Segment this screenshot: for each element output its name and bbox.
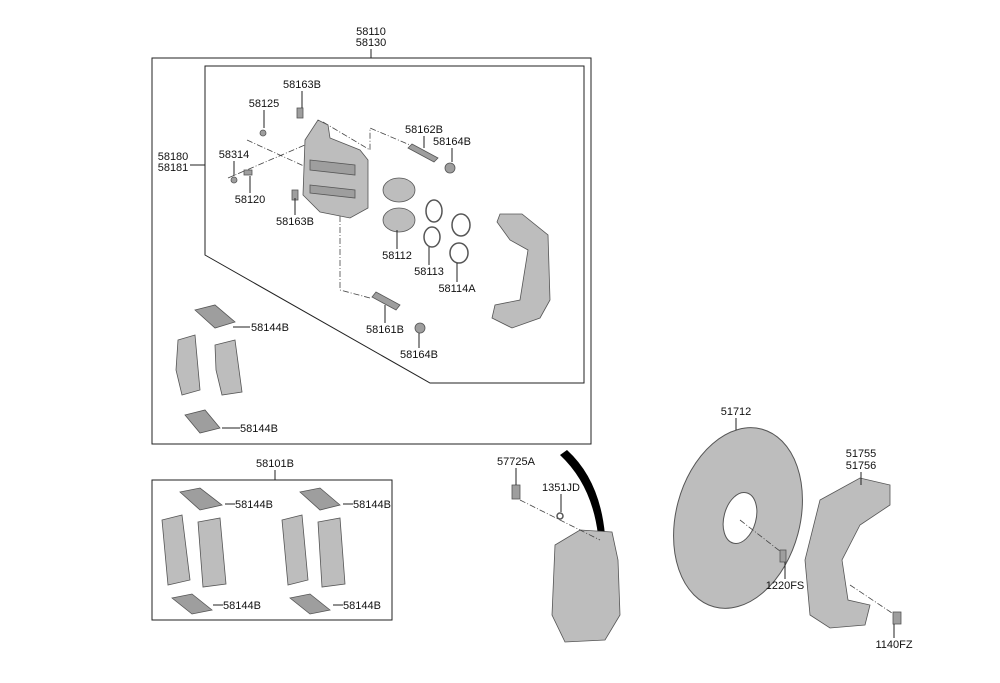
boot-part [414,322,426,334]
part-label: 58113 [414,266,444,278]
washer-part [556,512,564,520]
caliper-housing-part [302,119,369,219]
caliper-assembly-box [151,57,592,445]
part-label: 51712 [721,406,752,418]
part-label: 58144B [353,499,391,511]
part-label: 51755 [846,448,877,460]
part-label: 1140FZ [875,639,912,651]
part-label: 58181 [158,162,189,174]
brake-pads-part [175,304,243,434]
caliper-housing-box [204,65,585,384]
part-label: 58162B [405,124,443,136]
piston-part [382,207,416,233]
part-label: 57725A [497,456,536,468]
part-label: 58144B [240,423,278,435]
bolt-part [511,484,521,500]
seal-part [425,199,443,223]
guide-pin-part [407,143,439,163]
part-label: 58163B [283,79,321,91]
part-label: 58144B [235,499,273,511]
arrow-pointer [560,450,605,535]
boot-part [444,162,456,174]
caliper-assembled-part [551,529,621,643]
cap-part [259,129,267,137]
part-label: 58144B [251,322,289,334]
part-label: 1351JD [542,482,580,494]
assembly-lines [739,519,786,556]
part-label: 58130 [356,37,387,49]
leader-lines [213,91,895,638]
boot-ring-part [451,213,471,237]
part-label: 58180 [158,151,189,163]
brake-disc-part [673,427,803,609]
part-label: 58164B [433,136,471,148]
guide-pin-part [371,291,401,311]
pad-kit-parts [161,487,346,615]
part-label: 58120 [235,194,266,206]
part-label: 58161B [366,324,404,336]
dust-shield-part [804,477,891,629]
boot-ring-part [449,242,469,264]
part-label: 58101B [256,458,294,470]
part-label: 58110 [356,26,386,38]
part-label: 1220FS [766,580,805,592]
pad-kit-box [151,479,393,621]
assembly-lines [849,584,896,616]
part-label: 58144B [343,600,381,612]
part-label: 51756 [846,460,877,472]
cap-part [230,176,238,184]
assembly-lines [519,499,601,541]
part-label: 58112 [382,250,412,262]
piston-part [382,177,416,203]
part-label: 58314 [219,149,250,161]
bleeder-part [243,169,253,176]
bolt-part [892,611,902,625]
part-label: 58114A [438,283,476,295]
part-label: 58163B [276,216,314,228]
screw-part [779,549,787,563]
part-label: 58144B [223,600,261,612]
part-label: 58125 [249,98,280,110]
bolt-part [296,107,304,119]
part-label: 58164B [400,349,438,361]
seal-part [423,226,441,248]
caliper-bracket-part [491,213,551,329]
assembly-lines [227,121,411,299]
